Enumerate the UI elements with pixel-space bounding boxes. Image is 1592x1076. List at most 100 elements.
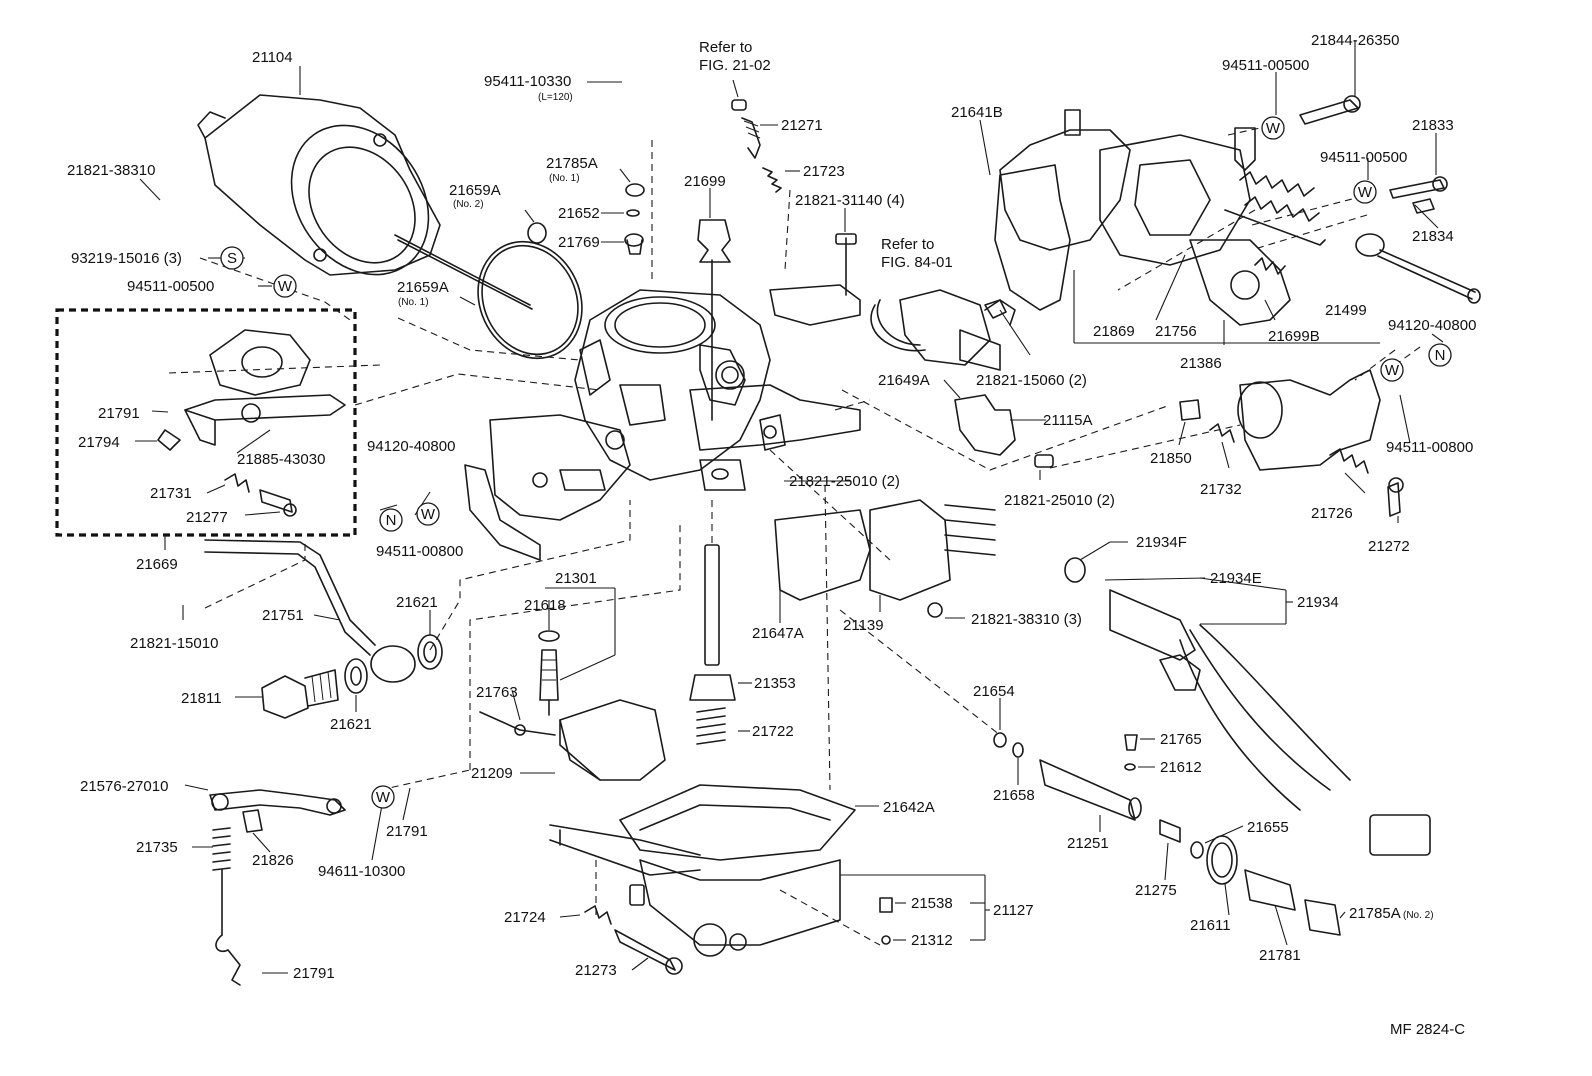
part-label: 21735 [136, 839, 178, 856]
part-label: 21642A [883, 799, 935, 816]
part-label: 21763 [476, 684, 518, 701]
part-label-sub: (No. 1) [398, 297, 429, 308]
part-label: 21104 [252, 49, 293, 66]
part-label: 21821-25010 (2) [789, 473, 900, 490]
part-label: 21277 [186, 509, 228, 526]
part-label: 21127 [993, 902, 1034, 919]
part-label: 21659A [397, 279, 449, 296]
lever-21751 [204, 539, 443, 683]
part-label: 94511-00500 [127, 278, 214, 295]
refer-note: FIG. 84-01 [881, 254, 953, 271]
dashed-connectors [55, 127, 1421, 946]
carburetor-body [574, 289, 861, 491]
symbol-w: W [1266, 120, 1281, 137]
base-21642a [549, 784, 893, 975]
choke-breaker-assembly [157, 329, 346, 517]
small-parts-top [477, 99, 857, 421]
part-label: 21658 [993, 787, 1035, 804]
part-label: 94511-00800 [1386, 439, 1473, 456]
part-label: 21724 [504, 909, 546, 926]
top-right-assembly [984, 95, 1481, 326]
part-label: 21659A [449, 182, 501, 199]
lower-right-parts [993, 732, 1341, 936]
part-label: 21791 [386, 823, 428, 840]
part-label-sub: (No. 2) [453, 199, 484, 210]
part-label: 95411-10330 [484, 73, 571, 90]
part-label: 21821-15010 [130, 635, 218, 652]
refer-note: Refer to [881, 236, 934, 253]
refer-note: FIG. 21-02 [699, 57, 771, 74]
part-label: 94611-10300 [318, 863, 405, 880]
part-label: 21731 [150, 485, 192, 502]
part-label: 21785A [546, 155, 598, 172]
part-label: 21209 [471, 765, 513, 782]
part-label: 21699B [1268, 328, 1320, 345]
part-label: 21386 [1180, 355, 1222, 372]
part-label: 21785A [1349, 905, 1401, 922]
part-label: 21652 [558, 205, 600, 222]
part-label: 21821-38310 (3) [971, 611, 1082, 628]
part-label: 21654 [973, 683, 1015, 700]
part-label: 21821-31140 (4) [795, 192, 905, 209]
symbol-w: W [376, 789, 391, 806]
part-label: 94511-00500 [1320, 149, 1407, 166]
part-label: 21655 [1247, 819, 1289, 836]
part-label: 94120-40800 [1388, 317, 1476, 334]
leader-lines [135, 40, 1444, 974]
part-labels: 21104 21821-38310 93219-15016 (3) 94511-… [67, 32, 1476, 982]
part-label: 21722 [752, 723, 794, 740]
part-label: 21765 [1160, 731, 1202, 748]
part-label: 21353 [754, 675, 796, 692]
part-label: 21611 [1190, 917, 1231, 934]
part-label: 21641B [951, 104, 1003, 121]
part-label: 21834 [1412, 228, 1454, 245]
part-label: 21885-43030 [237, 451, 325, 468]
part-label: 21723 [803, 163, 845, 180]
bracket-21115a [954, 394, 1054, 468]
power-piston-21353 [689, 544, 736, 745]
part-label-sub: (No. 2) [1403, 910, 1434, 921]
float-21209 [479, 699, 666, 781]
part-label: 21312 [911, 932, 953, 949]
symbol-circles: S W W W N W N W W [220, 116, 1452, 809]
part-label: 21669 [136, 556, 178, 573]
part-label: 21139 [843, 617, 884, 634]
drawing-id: MF 2824-C [1390, 1021, 1465, 1038]
part-label: 21844-26350 [1311, 32, 1399, 49]
part-label: 21833 [1412, 117, 1454, 134]
symbol-w: W [278, 278, 293, 295]
part-label: 21791 [98, 405, 140, 422]
part-label: 21821-38310 [67, 162, 155, 179]
part-label: 21115A [1043, 412, 1093, 429]
part-label: 21769 [558, 234, 600, 251]
valve-assembly-21139 [774, 499, 996, 618]
part-label: 21751 [262, 607, 304, 624]
part-label: 21811 [181, 690, 222, 707]
part-label: 21826 [252, 852, 294, 869]
symbol-w: W [421, 506, 436, 523]
part-label: 21794 [78, 434, 120, 451]
symbol-w: W [1385, 362, 1400, 379]
part-label: 21791 [293, 965, 335, 982]
sensor-21934 [1064, 557, 1431, 856]
part-label: 21621 [330, 716, 372, 733]
part-label: 21273 [575, 962, 617, 979]
part-label: 21275 [1135, 882, 1177, 899]
bolt-21811 [261, 658, 368, 719]
part-label: 21576-27010 [80, 778, 168, 795]
part-label: 21821-25010 (2) [1004, 492, 1115, 509]
refer-note: Refer to [699, 39, 752, 56]
part-label: 21934F [1136, 534, 1187, 551]
part-label: 21618 [524, 597, 566, 614]
part-label: 94511-00500 [1222, 57, 1309, 74]
part-label: 21699 [684, 173, 726, 190]
part-label: 21756 [1155, 323, 1197, 340]
vent-tube [619, 59, 663, 145]
symbol-n: N [386, 512, 397, 529]
part-label: 21934E [1210, 570, 1262, 587]
symbol-n: N [1435, 347, 1446, 364]
part-label: 21251 [1067, 835, 1109, 852]
part-label: 21301 [555, 570, 597, 587]
throttle-linkage [464, 414, 631, 561]
